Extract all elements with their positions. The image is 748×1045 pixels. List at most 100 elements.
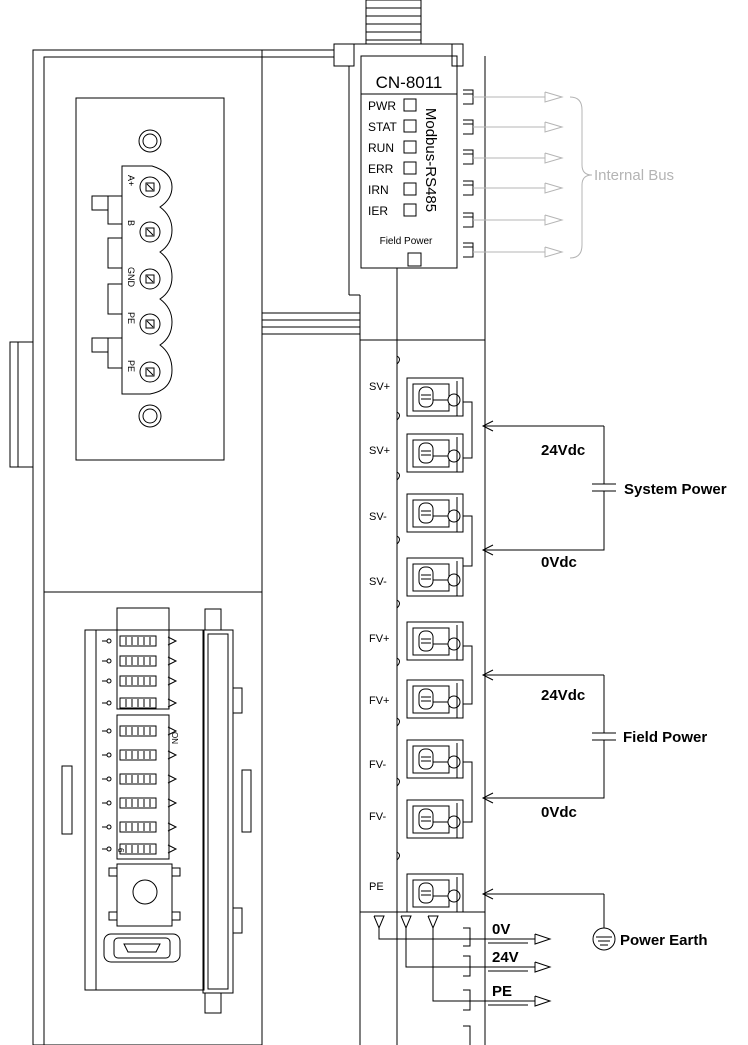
bus-arrow-head — [544, 91, 564, 103]
dip-switch[interactable] — [101, 635, 177, 647]
dip-switch[interactable] — [101, 821, 177, 833]
connector-pin-mark — [146, 320, 154, 328]
system-power-wiring — [463, 401, 616, 567]
field-power-label: Field Power — [623, 729, 707, 746]
dip-panel — [84, 607, 252, 1014]
terminal-notch — [396, 535, 400, 545]
bus-arrow-head — [544, 246, 564, 258]
connector-pin-label: B — [126, 220, 136, 226]
bus-contact — [463, 89, 474, 105]
screw-terminal[interactable] — [406, 873, 464, 913]
led-label: STAT — [368, 120, 398, 134]
screw-terminal[interactable] — [406, 799, 464, 839]
system-power-label: System Power — [624, 481, 727, 498]
dip-switch[interactable] — [101, 797, 177, 809]
bus-contact — [463, 119, 474, 135]
connector-pin-mark — [146, 368, 154, 376]
led-label: IER — [368, 204, 388, 218]
screw-terminal[interactable] — [406, 621, 464, 661]
terminal-label: FV+ — [369, 633, 389, 645]
terminal-label: SV+ — [369, 381, 390, 393]
led-label: PWR — [368, 99, 396, 113]
led-indicator — [403, 98, 417, 112]
protocol-label: Modbus-RS485 — [422, 108, 439, 212]
dip-switch[interactable] — [101, 675, 177, 687]
connector-pin-mark — [146, 228, 154, 236]
bus-arrow-head — [544, 121, 564, 133]
screw-terminal[interactable] — [406, 557, 464, 597]
connector-pin-slot — [145, 367, 155, 377]
terminal-label: FV+ — [369, 695, 389, 707]
system-power-negative: 0Vdc — [541, 554, 577, 571]
terminal-notch — [396, 717, 400, 727]
connector-pin-label: PE — [126, 360, 136, 372]
field-power-led-label: Field Power — [380, 236, 433, 247]
led-label: ERR — [368, 162, 394, 176]
field-power-led — [407, 252, 422, 267]
bus-contact — [463, 242, 474, 258]
rs485-connector — [75, 97, 225, 461]
screw-terminal[interactable] — [406, 493, 464, 533]
output-labels: 0V 24V PE — [492, 921, 519, 1000]
led-indicator — [403, 182, 417, 196]
connector-pin-slot — [145, 182, 155, 192]
terminal-label: FV- — [369, 759, 386, 771]
bus-arrow-head — [544, 152, 564, 164]
bus-arrow-head — [544, 214, 564, 226]
terminal-label: SV+ — [369, 445, 390, 457]
terminal-notch — [396, 411, 400, 421]
output-label: 0V — [492, 921, 510, 938]
connector-pin-slot — [145, 274, 155, 284]
terminal-label: PE — [369, 881, 384, 893]
dip-switch[interactable] — [101, 749, 177, 761]
field-power-wiring — [463, 645, 616, 823]
output-label: 24V — [492, 949, 519, 966]
led-label: RUN — [368, 141, 394, 155]
dip-switch[interactable] — [101, 655, 177, 667]
connector-pin-slot — [145, 227, 155, 237]
bus-arrow-head — [544, 182, 564, 194]
screw-terminal[interactable] — [406, 739, 464, 779]
dip-switch[interactable] — [101, 843, 177, 855]
terminal-label: FV- — [369, 811, 386, 823]
screw-terminal[interactable] — [406, 433, 464, 473]
terminal-label: SV- — [369, 576, 387, 588]
output-wiring — [360, 911, 552, 1045]
bus-contact — [463, 180, 474, 196]
connector-pin-slot — [145, 319, 155, 329]
led-indicator — [403, 203, 417, 217]
bus-contact — [463, 149, 474, 165]
led-indicator — [403, 119, 417, 133]
dip-on-label: ON — [170, 732, 179, 744]
dip-switch[interactable] — [101, 773, 177, 785]
terminal-notch — [396, 657, 400, 667]
screw-terminal[interactable] — [406, 679, 464, 719]
power-terminals: SV+ SV+ SV- SV- FV+ FV+ FV- FV- PE — [369, 355, 464, 913]
bus-contacts — [463, 89, 474, 258]
dip-switches — [101, 635, 177, 855]
output-label: PE — [492, 983, 512, 1000]
screw-terminal[interactable] — [406, 377, 464, 417]
internal-bus-brace — [569, 96, 593, 259]
terminal-notch — [396, 355, 400, 365]
led-indicator — [403, 140, 417, 154]
terminal-label: SV- — [369, 511, 387, 523]
led-label: IRN — [368, 183, 389, 197]
field-power-positive: 24Vdc — [541, 687, 585, 704]
status-leds: PWR STAT RUN ERR IRN IER — [368, 98, 417, 218]
system-power-positive: 24Vdc — [541, 442, 585, 459]
dip-switch[interactable] — [101, 697, 177, 709]
power-earth-wiring — [481, 888, 616, 951]
left-housing — [9, 49, 334, 1045]
connector-pin-label: GND — [126, 267, 136, 288]
led-indicator — [403, 161, 417, 175]
model-label: CN-8011 — [376, 73, 443, 92]
terminal-notch — [396, 599, 400, 609]
internal-bus-arrows — [473, 91, 564, 258]
connector-pin-label: A+ — [126, 175, 136, 186]
dip-switch[interactable] — [101, 725, 177, 737]
power-earth-label: Power Earth — [620, 932, 708, 949]
field-power-negative: 0Vdc — [541, 804, 577, 821]
